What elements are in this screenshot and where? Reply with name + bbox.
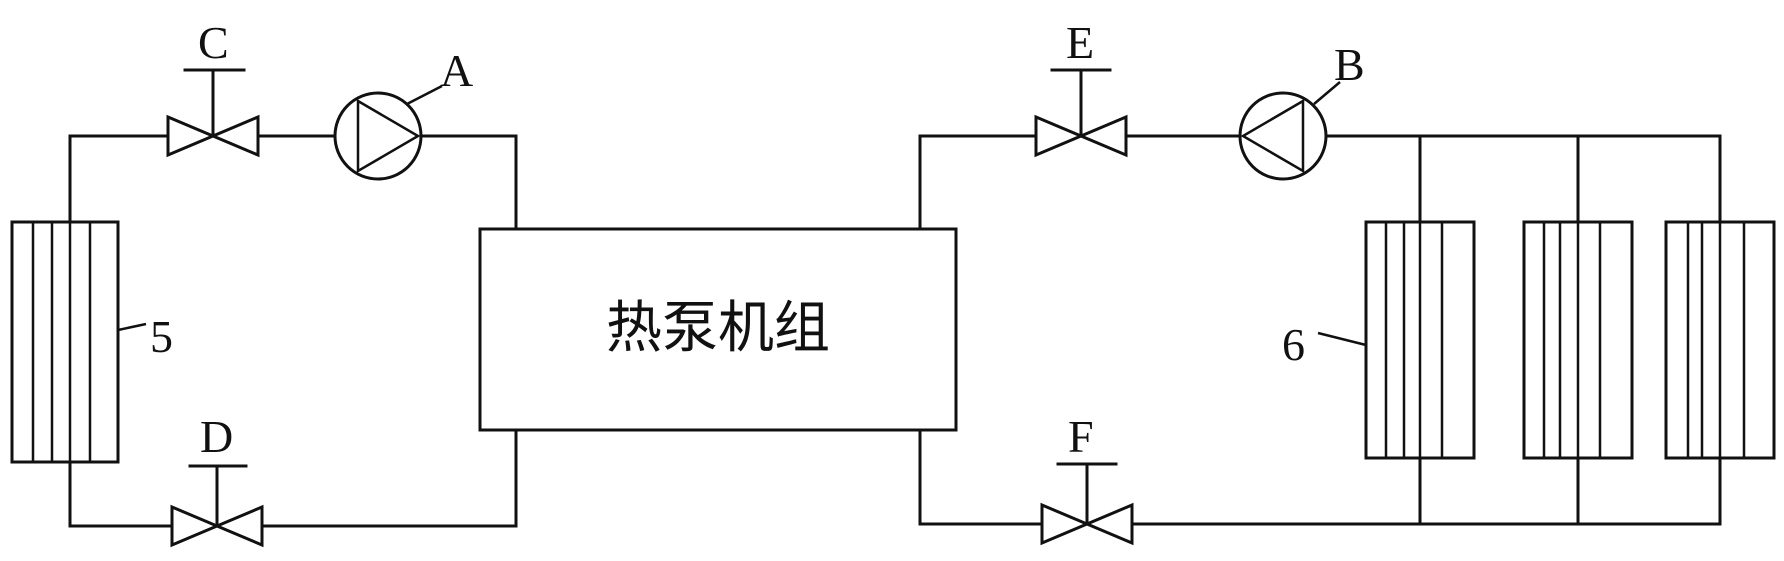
left-loop-pipes bbox=[68, 134, 518, 528]
pump-a-label: A bbox=[440, 45, 473, 96]
heat-exchanger-5: 5 bbox=[10, 220, 173, 464]
pump-a: A bbox=[333, 45, 473, 181]
exchanger-6-label: 6 bbox=[1282, 319, 1305, 370]
heat-pump-unit: 热泵机组 bbox=[478, 227, 958, 432]
valve-e-label: E bbox=[1066, 17, 1094, 68]
exchanger-6-panel bbox=[1664, 220, 1776, 460]
exchanger-6-panel bbox=[1522, 220, 1634, 460]
exchanger-6-panel bbox=[1364, 220, 1476, 460]
valve-e: E bbox=[1034, 17, 1128, 158]
pump-b-label: B bbox=[1334, 39, 1365, 90]
valve-d-label: D bbox=[200, 411, 233, 462]
valve-f-label: F bbox=[1068, 411, 1094, 462]
valve-f: F bbox=[1040, 411, 1134, 546]
valve-c: C bbox=[166, 17, 260, 158]
valve-c-label: C bbox=[198, 17, 229, 68]
heat-pump-unit-label: 热泵机组 bbox=[606, 296, 830, 361]
pump-b: B bbox=[1238, 39, 1365, 181]
valve-d: D bbox=[170, 411, 264, 548]
heat-exchanger-6: 6 bbox=[1282, 220, 1776, 460]
right-loop-pipes bbox=[918, 134, 1722, 526]
exchanger-5-label: 5 bbox=[150, 311, 173, 362]
